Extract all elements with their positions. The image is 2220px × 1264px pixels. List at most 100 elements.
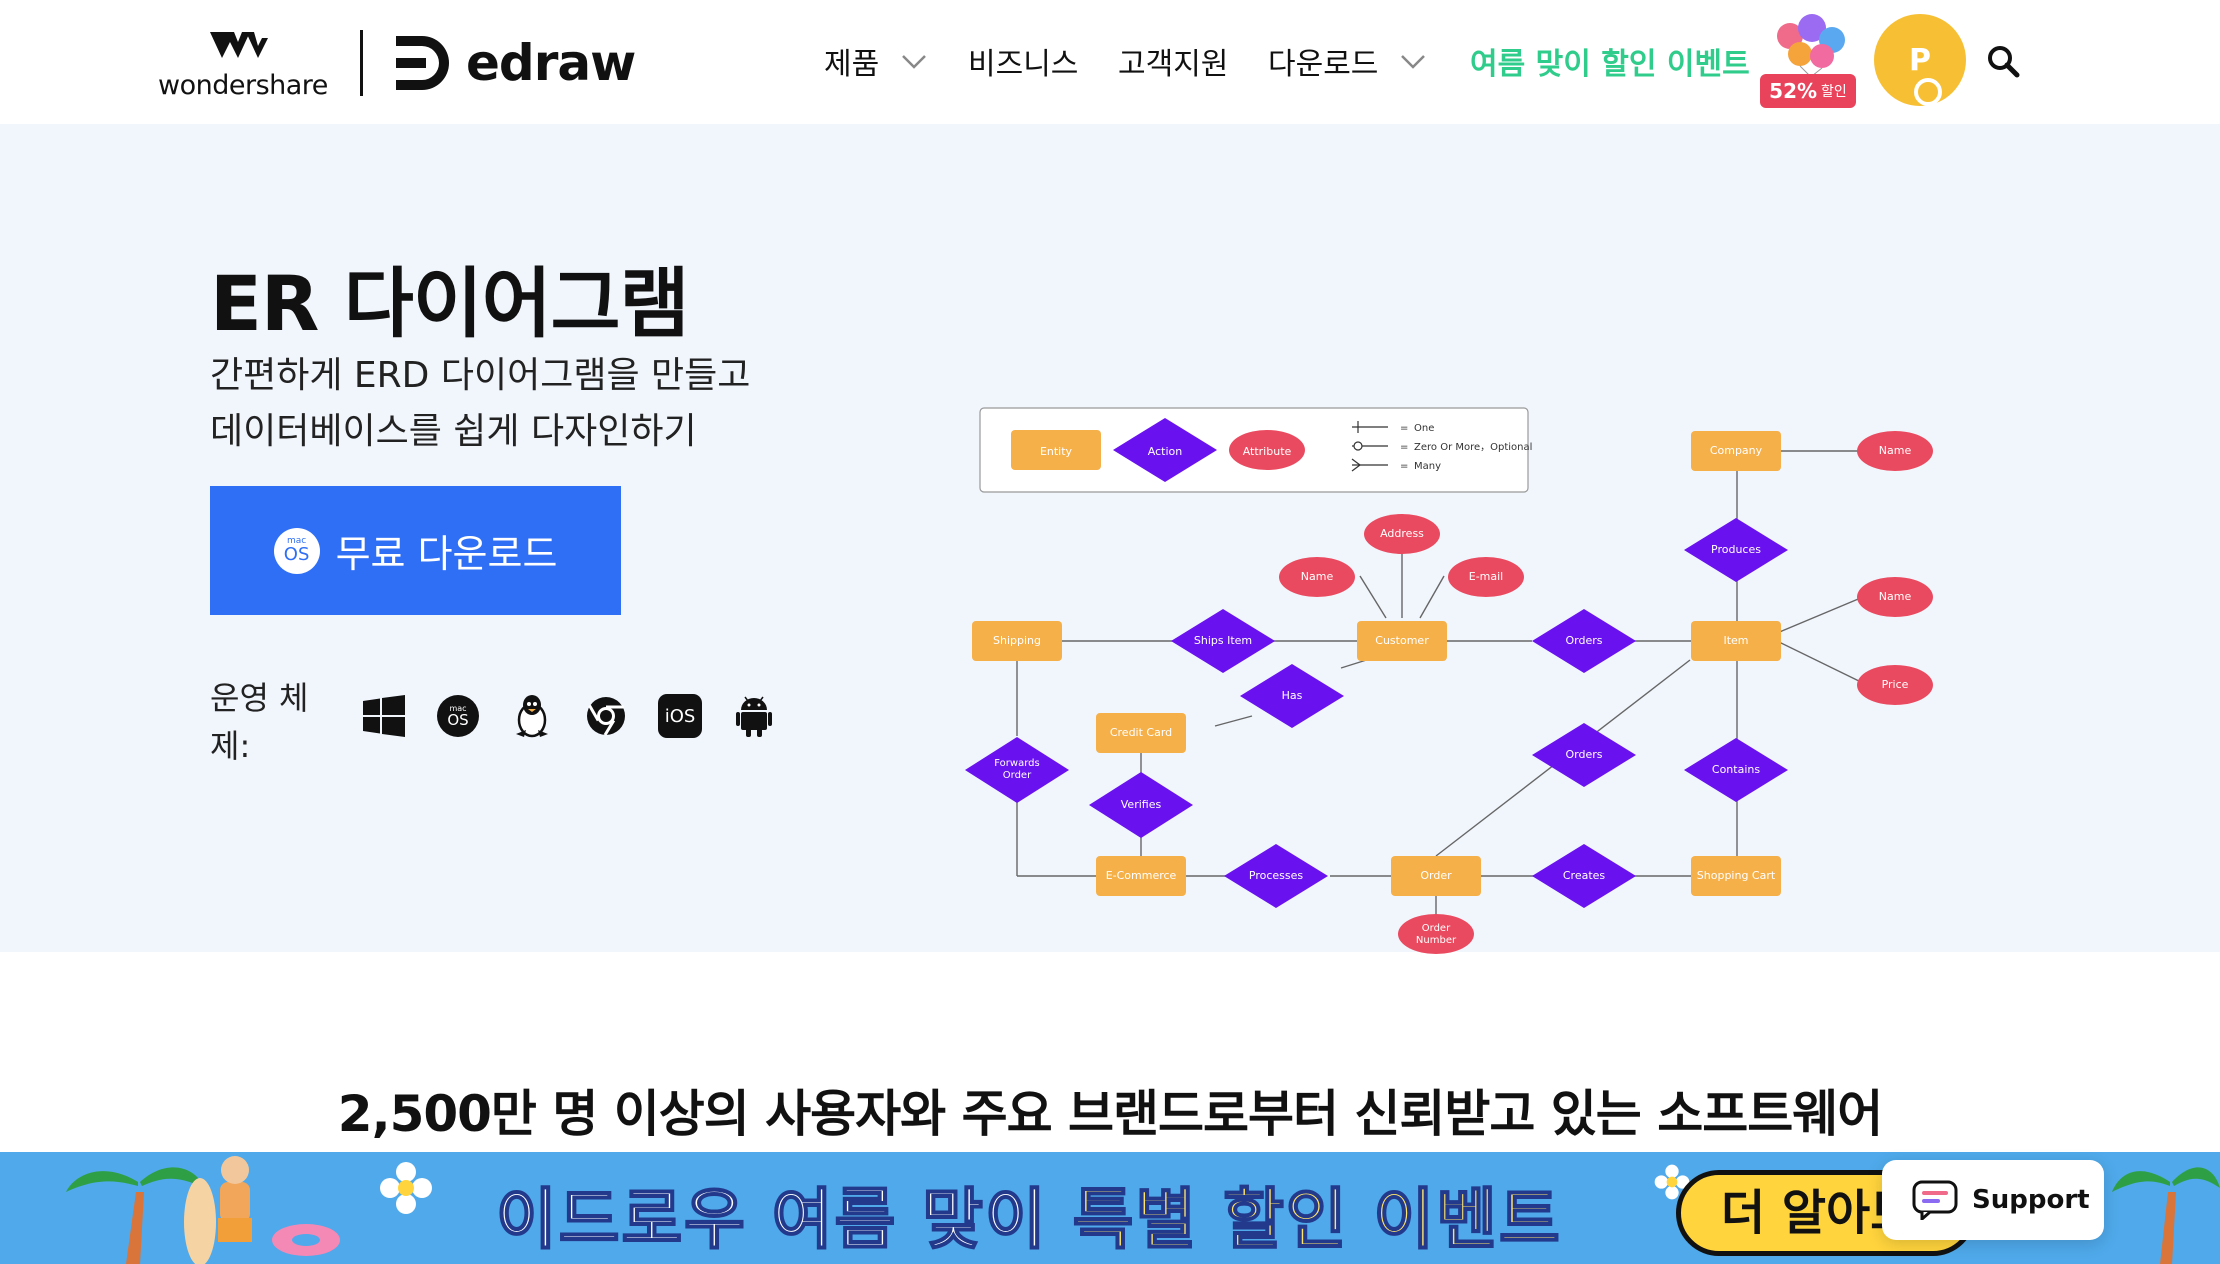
support-button[interactable]: Support xyxy=(1882,1160,2104,1240)
wondershare-mark-icon xyxy=(210,32,268,58)
android-icon[interactable] xyxy=(732,694,776,738)
legend-entity xyxy=(1011,430,1101,470)
chevron-down-icon xyxy=(1401,55,1426,69)
edraw-logo[interactable]: edraw xyxy=(392,30,636,96)
search-icon[interactable] xyxy=(1986,44,2020,78)
os-label: 운영 체제: xyxy=(210,679,309,765)
legend-eq: = xyxy=(1400,442,1408,453)
macos-icon-top: mac xyxy=(286,536,307,546)
entity-ecommerce: E-Commerce xyxy=(1096,856,1186,896)
relation-creates: Creates xyxy=(1532,844,1636,908)
avatar-status-ring xyxy=(1914,78,1942,106)
hero-subtitle: 간편하게 ERD 다이어그램을 만들고 데이터베이스를 쉽게 다자인하기 xyxy=(210,348,750,460)
relation-creates-label: Creates xyxy=(1563,869,1606,882)
entity-company-label: Company xyxy=(1710,444,1763,457)
attribute-customer-name: Name xyxy=(1279,557,1355,597)
relation-ships-item-label: Ships Item xyxy=(1194,634,1252,647)
attribute-price-label: Price xyxy=(1882,678,1909,691)
discount-percent: 52% xyxy=(1769,79,1818,103)
relation-forwards-line1: Forwards xyxy=(994,758,1039,769)
relation-forwards-line2: Order xyxy=(1003,770,1032,781)
entity-credit-card: Credit Card xyxy=(1096,713,1186,753)
os-macos-top: mac xyxy=(449,703,467,713)
entity-shipping: Shipping xyxy=(972,621,1062,661)
attribute-address-label: Address xyxy=(1380,527,1424,540)
legend-action-label: Action xyxy=(1148,445,1182,458)
er-diagram: = = = One Zero Or More，Optional Many Ent… xyxy=(965,407,1933,954)
entity-customer-label: Customer xyxy=(1375,634,1429,647)
attribute-item-name: Name xyxy=(1857,577,1933,617)
entity-customer: Customer xyxy=(1357,621,1447,661)
nav-download[interactable]: 다운로드 xyxy=(1268,38,1428,84)
hero-subtitle-line1: 간편하게 ERD 다이어그램을 만들고 xyxy=(210,355,751,396)
linux-icon[interactable] xyxy=(510,694,554,738)
legend-entity-label: Entity xyxy=(1040,445,1073,458)
hero-section: ER 다이어그램 간편하게 ERD 다이어그램을 만들고 데이터베이스를 쉽게 … xyxy=(0,124,2220,954)
nav-business[interactable]: 비즈니스 xyxy=(968,38,1078,84)
attribute-email: E-mail xyxy=(1448,557,1524,597)
entity-item-label: Item xyxy=(1723,634,1748,647)
nav-summer-sale-label: 여름 맞이 할인 이벤트 xyxy=(1470,47,1750,82)
entity-order-label: Order xyxy=(1420,869,1452,882)
edraw-wordmark: edraw xyxy=(466,34,636,92)
relation-has-label: Has xyxy=(1282,689,1303,702)
palm-tree-icon xyxy=(66,1167,204,1264)
avatar-initial: P xyxy=(1909,42,1931,78)
ios-icon[interactable]: iOS xyxy=(658,694,702,738)
page-title: ER 다이어그램 xyxy=(210,259,689,348)
chevron-down-icon xyxy=(902,55,927,69)
nav-business-label: 비즈니스 xyxy=(968,47,1079,82)
trust-heading: 2,500만 명 이상의 사용자와 주요 브랜드로부터 신뢰받고 있는 소프트웨… xyxy=(337,1085,1883,1143)
nav-support-label: 고객지원 xyxy=(1118,47,1229,82)
macos-icon: mac OS xyxy=(273,527,320,574)
nav-summer-sale[interactable]: 여름 맞이 할인 이벤트 xyxy=(1470,38,1750,84)
attribute-customer-name-label: Name xyxy=(1301,570,1334,583)
legend-many-label: Many xyxy=(1414,461,1441,472)
nav-support[interactable]: 고객지원 xyxy=(1118,38,1228,84)
relation-orders-1-label: Orders xyxy=(1566,634,1603,647)
balloons-icon[interactable] xyxy=(1760,12,1860,112)
relation-ships-item: Ships Item xyxy=(1171,609,1275,673)
nav-products[interactable]: 제품 xyxy=(824,38,929,84)
hero-subtitle-line2: 데이터베이스를 쉽게 다자인하기 xyxy=(210,411,697,452)
relation-contains-label: Contains xyxy=(1712,763,1760,776)
discount-suffix: 할인 xyxy=(1821,84,1847,100)
entity-shopping-cart: Shopping Cart xyxy=(1691,856,1781,896)
entity-order: Order xyxy=(1391,856,1481,896)
attribute-email-label: E-mail xyxy=(1469,570,1504,583)
legend-one-icon xyxy=(1351,421,1388,472)
logo-divider xyxy=(360,30,363,96)
free-download-button[interactable]: mac OS 무료 다운로드 xyxy=(210,486,621,615)
diagram-connectors xyxy=(977,450,1895,926)
support-label: Support xyxy=(1972,1185,2090,1215)
attribute-order-number-line2: Number xyxy=(1416,935,1457,946)
entity-shopping-cart-label: Shopping Cart xyxy=(1697,869,1776,882)
legend-eq: = xyxy=(1400,423,1408,434)
relation-orders-2-label: Orders xyxy=(1566,748,1603,761)
flamingo-float-icon xyxy=(272,1224,340,1256)
relation-produces: Produces xyxy=(1684,518,1788,582)
relation-processes-label: Processes xyxy=(1249,869,1303,882)
edraw-mark-icon xyxy=(396,36,449,90)
wondershare-logo[interactable]: wondershare xyxy=(158,30,328,101)
attribute-company-name: Name xyxy=(1857,431,1933,471)
site-header: wondershare edraw 제품 비즈니스 고객지원 다운로드 여름 맞… xyxy=(0,0,2220,124)
windows-icon[interactable] xyxy=(362,694,406,738)
entity-item: Item xyxy=(1691,621,1781,661)
flower-icon xyxy=(1654,1164,1690,1200)
discount-badge[interactable]: 52% 할인 xyxy=(1760,74,1856,108)
surfboard-person-icon xyxy=(184,1156,252,1264)
entity-ecommerce-label: E-Commerce xyxy=(1106,869,1177,882)
banner-headline-white: 이드로우 여름 맞이 xyxy=(495,1180,1073,1259)
macos-icon-main: OS xyxy=(283,544,310,565)
relation-has: Has xyxy=(1240,664,1344,728)
flower-icon xyxy=(380,1162,432,1214)
relation-verifies: Verifies xyxy=(1089,772,1193,838)
attribute-order-number-line1: Order xyxy=(1422,923,1451,934)
chrome-icon[interactable] xyxy=(584,694,628,738)
legend-one-label: One xyxy=(1414,423,1434,434)
relation-processes: Processes xyxy=(1224,844,1328,908)
